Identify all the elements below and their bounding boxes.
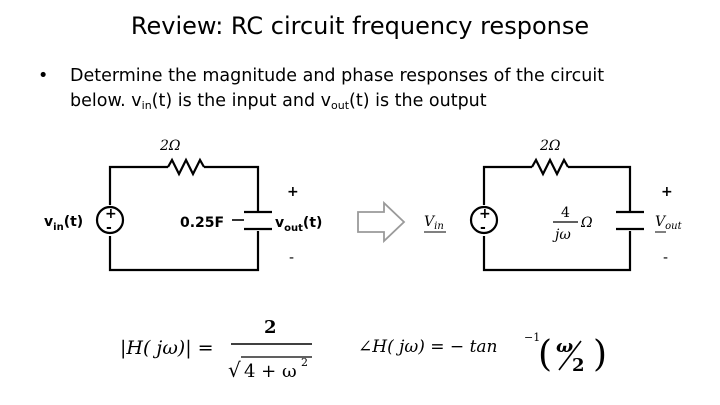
left-source-plus: + — [105, 206, 117, 222]
right-impedance-numerator: 4 — [561, 205, 570, 221]
left-output-v: v — [275, 215, 284, 231]
phase-arg-numerator: ω — [556, 336, 573, 357]
magnitude-denominator: 4 + ω — [244, 361, 297, 382]
left-wire-top-right — [204, 165, 260, 211]
phase-open-paren: ( — [538, 334, 552, 375]
left-output-plus: + — [287, 184, 299, 200]
left-output-label: vout(t) — [275, 215, 322, 234]
phase-lhs: ∠H( jω) = − tan — [358, 337, 498, 357]
right-wire-top-right — [568, 165, 632, 211]
magnitude-lhs: |H( jω)| = — [120, 337, 214, 359]
right-wire-top-left — [482, 165, 532, 205]
left-circuit — [95, 157, 272, 272]
left-output-arg: (t) — [303, 215, 323, 231]
right-source-sub: in — [434, 221, 444, 232]
left-resistor — [167, 157, 205, 177]
right-output-plus: + — [661, 184, 673, 200]
right-circuit — [469, 157, 644, 272]
slide-title: Review: RC circuit frequency response — [130, 12, 590, 40]
right-source-label: Vin — [424, 214, 444, 232]
bullet-line-2-b: (t) is the input and v — [151, 91, 331, 111]
left-source-circle — [95, 205, 125, 235]
bullet-sub-out: out — [331, 99, 350, 112]
phase-close-paren: ) — [593, 334, 607, 375]
left-wire-top-left — [108, 165, 168, 205]
right-impedance-unit: Ω — [580, 215, 593, 231]
right-resistor — [531, 157, 569, 177]
left-output-minus: - — [289, 250, 294, 266]
left-source-minus: - — [106, 220, 112, 236]
right-output-v: V — [655, 214, 667, 230]
magnitude-equation: |H( jω)| = 2 √ 4 + ω 2 — [120, 317, 312, 382]
left-source-v: v — [44, 214, 53, 230]
right-resistor-label: 2Ω — [539, 138, 561, 154]
right-output-sub: out — [665, 221, 682, 232]
right-source-minus: - — [480, 220, 486, 236]
left-source-arg: (t) — [64, 214, 84, 230]
bullet-line-2-a: below. v — [70, 91, 142, 111]
bullet-marker: • — [38, 66, 49, 86]
phase-exponent: −1 — [524, 331, 540, 344]
bullet-line-1: Determine the magnitude and phase respon… — [70, 66, 605, 86]
right-source-plus: + — [479, 206, 491, 222]
magnitude-radical: √ — [228, 358, 241, 382]
left-capacitor-label: 0.25F — [180, 215, 224, 231]
right-impedance-denominator: jω — [552, 227, 571, 243]
right-output-minus: - — [663, 250, 668, 266]
phase-equation: ∠H( jω) = − tan −1 ( ω 2 ) — [358, 331, 607, 376]
left-resistor-label: 2Ω — [159, 138, 181, 154]
left-source-sub: in — [53, 222, 64, 233]
left-source-label: vin(t) — [44, 214, 83, 233]
phase-arg-denominator: 2 — [572, 355, 585, 376]
magnitude-exponent: 2 — [301, 356, 308, 369]
transform-arrow-icon — [357, 200, 406, 244]
right-source-v: V — [424, 214, 436, 230]
phase-arg-slash — [558, 340, 582, 371]
bullet-line-2: below. vin(t) is the input and vout(t) i… — [70, 89, 487, 118]
bullet-sub-in: in — [141, 99, 152, 112]
right-wire-bottom — [482, 231, 632, 272]
right-output-label: Vout — [655, 214, 683, 232]
left-wire-bottom — [108, 231, 260, 272]
left-output-sub: out — [284, 223, 303, 234]
right-source-circle — [469, 205, 499, 235]
magnitude-numerator: 2 — [264, 317, 277, 338]
bullet-line-2-c: (t) is the output — [349, 91, 487, 111]
